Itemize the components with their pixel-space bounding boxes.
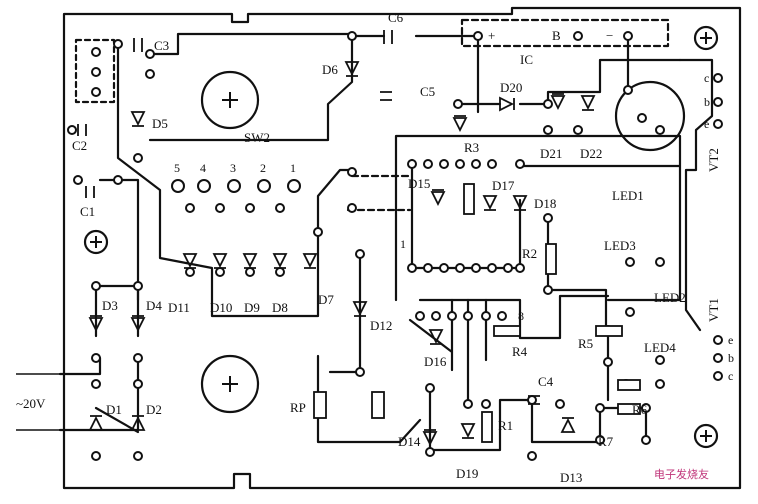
ic-outline — [460, 18, 670, 48]
label-led2: LED2 — [654, 290, 686, 305]
trace-right-edge — [626, 34, 714, 332]
label-d12: D12 — [370, 318, 392, 333]
mount-hole-top — [200, 70, 260, 130]
label-led4: LED4 — [644, 340, 676, 355]
ac-leads — [16, 373, 60, 431]
label-d7: D7 — [318, 292, 334, 307]
trace-r3-block — [394, 134, 682, 302]
label-pin-8: 8 — [518, 309, 524, 323]
trace-left-rail — [116, 42, 350, 318]
trace-d16 — [408, 298, 488, 406]
label-r5: R5 — [578, 336, 593, 351]
label-r1: R1 — [498, 418, 513, 433]
label-sw-4: 4 — [200, 161, 206, 175]
trace-bridge — [94, 284, 140, 434]
trace-c6 — [350, 34, 480, 114]
label-sw2: SW2 — [244, 130, 270, 145]
board-outline — [62, 6, 742, 490]
label-r4: R4 — [512, 344, 528, 359]
label-c2: C2 — [72, 138, 87, 153]
pads — [67, 31, 723, 461]
label-d5: D5 — [152, 116, 168, 131]
diode-glyphs — [88, 61, 596, 447]
label-d18: D18 — [534, 196, 556, 211]
label-d3: D3 — [102, 298, 118, 313]
label-led1: LED1 — [612, 188, 644, 203]
label-plus: + — [488, 28, 495, 43]
label-c4: C4 — [538, 374, 554, 389]
trace-bottom — [428, 386, 648, 452]
label-ac-input: ~20V — [16, 396, 46, 411]
label-pin-1: 1 — [400, 237, 406, 251]
trace-sw2-top — [148, 32, 354, 142]
label-c3: C3 — [154, 38, 169, 53]
label-d8: D8 — [272, 300, 288, 315]
label-vt1-e: e — [728, 333, 733, 347]
mount-hole-bottom — [200, 354, 260, 414]
label-d22: D22 — [580, 146, 602, 161]
label-vt2: VT2 — [706, 148, 721, 172]
dashed-link-top — [346, 174, 412, 212]
label-sw-1: 1 — [290, 161, 296, 175]
label-d1: D1 — [106, 402, 122, 417]
label-c1: C1 — [80, 204, 95, 219]
label-sw-5: 5 — [174, 161, 180, 175]
label-c6: C6 — [388, 10, 404, 25]
label-led3: LED3 — [604, 238, 636, 253]
label-minus: − — [606, 28, 613, 43]
label-r6: R6 — [632, 402, 648, 417]
screw-hole-left — [83, 229, 109, 255]
hole-crosses — [90, 32, 712, 442]
label-vt1-c: c — [728, 369, 733, 383]
label-r7: R7 — [598, 434, 614, 449]
label-vt2-e: e — [704, 117, 709, 131]
passive-components — [77, 30, 641, 443]
label-d21: D21 — [540, 146, 562, 161]
transistor-outline-vt2 — [614, 80, 686, 152]
label-d14: D14 — [398, 434, 421, 449]
label-r2: R2 — [522, 246, 537, 261]
label-b: B — [552, 28, 561, 43]
label-sw-3: 3 — [230, 161, 236, 175]
label-d9: D9 — [244, 300, 260, 315]
label-vt2-c: c — [704, 71, 709, 85]
label-ic: IC — [520, 52, 533, 67]
label-d16: D16 — [424, 354, 447, 369]
label-d4: D4 — [146, 298, 162, 313]
trace-rp — [316, 252, 422, 444]
label-d10: D10 — [210, 300, 232, 315]
label-sw-2: 2 — [260, 161, 266, 175]
label-d2: D2 — [146, 402, 162, 417]
label-d11: D11 — [168, 300, 190, 315]
watermark: 电子发烧友 — [654, 467, 709, 481]
c3-outline — [74, 38, 116, 104]
label-d13: D13 — [560, 470, 582, 485]
component-labels: C3 C6 C5 C2 C1 C4 D1 D2 D3 D4 D5 D6 D7 D… — [16, 10, 734, 485]
label-vt1: VT1 — [706, 298, 721, 322]
trace-lower-left — [58, 178, 140, 432]
label-d6: D6 — [322, 62, 338, 77]
label-r3: R3 — [464, 140, 479, 155]
screw-hole-bottom-right — [693, 423, 719, 449]
label-vt2-b: b — [704, 95, 710, 109]
label-d17: D17 — [492, 178, 515, 193]
label-vt1-b: b — [728, 351, 734, 365]
screw-hole-top-right — [693, 25, 719, 51]
label-c5: C5 — [420, 84, 435, 99]
label-rp: RP — [290, 400, 306, 415]
label-d20: D20 — [500, 80, 522, 95]
trace-center-bus — [410, 158, 608, 332]
label-d15: D15 — [408, 176, 430, 191]
label-d19: D19 — [456, 466, 478, 481]
